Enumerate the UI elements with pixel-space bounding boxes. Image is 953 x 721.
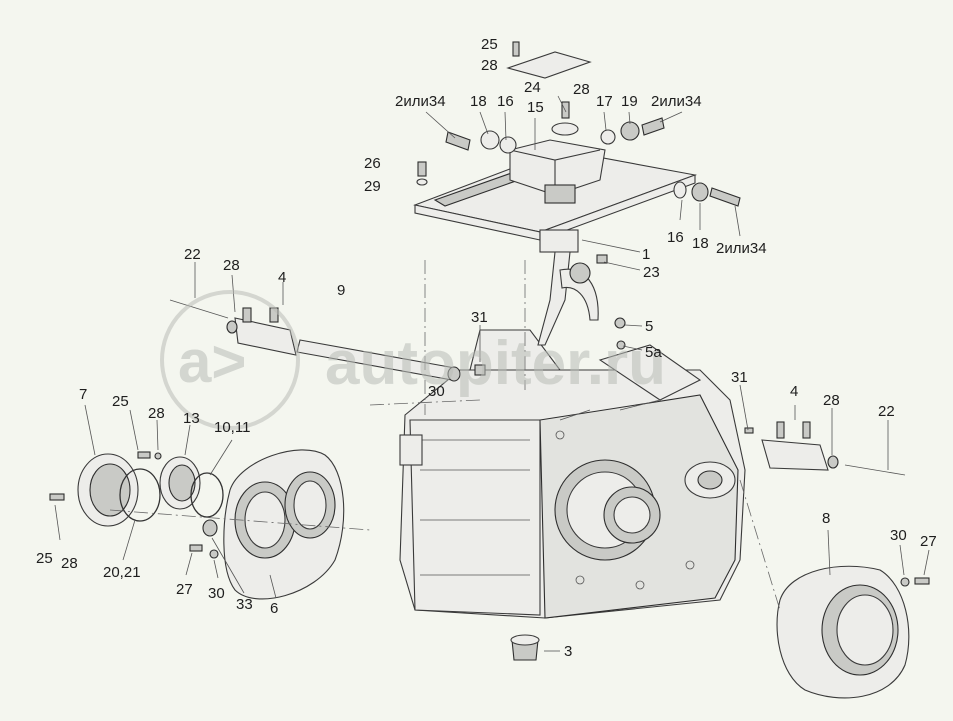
callout-2or34-lower: 2или34 [716, 240, 767, 257]
seal-cover-7 [77, 453, 139, 527]
callout-2or34-right: 2или34 [651, 93, 702, 110]
front-cover-plate [223, 449, 345, 600]
plugs-5 [614, 317, 626, 350]
callout-7: 7 [79, 386, 87, 403]
callout-8: 8 [822, 510, 830, 527]
callout-23: 23 [643, 264, 660, 281]
callout-16-right: 16 [667, 229, 684, 246]
callout-4-right: 4 [790, 383, 798, 400]
callout-28-left: 28 [223, 257, 240, 274]
callout-19: 19 [621, 93, 638, 110]
callout-6: 6 [270, 600, 278, 617]
callout-28-mid: 28 [573, 81, 590, 98]
callout-18-right: 18 [692, 235, 709, 252]
sensor-right-top [600, 117, 665, 145]
gearbox-housing [399, 329, 746, 619]
sensor-right-lower [673, 181, 741, 207]
rear-flange-cover [776, 565, 930, 699]
callout-24: 24 [524, 79, 541, 96]
callout-27-left: 27 [176, 581, 193, 598]
callout-5: 5 [645, 318, 653, 335]
callout-33: 33 [236, 596, 253, 613]
callout-20-21: 20,21 [103, 564, 141, 581]
watermark-text: autopiter.ru [325, 329, 666, 398]
callout-1: 1 [642, 246, 650, 263]
callout-31-right: 31 [731, 369, 748, 386]
callout-4-left: 4 [278, 269, 286, 286]
callout-28-right: 28 [823, 392, 840, 409]
callout-16-left: 16 [497, 93, 514, 110]
valve-left [169, 299, 297, 356]
callout-18-left: 18 [470, 93, 487, 110]
center-lines [109, 260, 781, 611]
callout-25-left: 25 [112, 393, 129, 410]
shift-fork [537, 229, 608, 346]
o-ring-10 [190, 472, 224, 518]
callout-26: 26 [364, 155, 381, 172]
leader-lines [54, 95, 930, 652]
small-cover-24 [506, 41, 592, 79]
callout-29: 29 [364, 178, 381, 195]
callout-31-left: 31 [471, 309, 488, 326]
callout-30-left: 30 [208, 585, 225, 602]
callout-28-bottom: 28 [61, 555, 78, 572]
callout-5a: 5а [645, 344, 662, 361]
callout-27-right: 27 [920, 533, 937, 550]
callout-22-left: 22 [184, 246, 201, 263]
drain-plug [510, 634, 540, 661]
seal-13 [159, 456, 201, 510]
small-bolts-left [49, 451, 219, 559]
callout-25-bottom: 25 [36, 550, 53, 567]
sensor-left-top [445, 130, 517, 154]
callout-2or34-left: 2или34 [395, 93, 446, 110]
o-ring-20 [119, 468, 161, 522]
callout-15: 15 [527, 99, 544, 116]
callout-13: 13 [183, 410, 200, 427]
watermark: a> autopiter.ru [160, 290, 666, 430]
callout-3: 3 [564, 643, 572, 660]
callout-17: 17 [596, 93, 613, 110]
callout-9: 9 [337, 282, 345, 299]
valve-right [744, 421, 906, 476]
callout-10-11: 10,11 [214, 419, 250, 436]
callout-22-right: 22 [878, 403, 895, 420]
callout-25-top: 25 [481, 36, 498, 53]
svg-text:a>: a> [178, 328, 246, 395]
callout-30-mid: 30 [428, 383, 445, 400]
callout-28-left2: 28 [148, 405, 165, 422]
bolt-26 [416, 161, 428, 186]
top-cover-plate [413, 139, 698, 241]
plug-28-mid [551, 101, 579, 136]
callout-30-right: 30 [890, 527, 907, 544]
callout-28-top: 28 [481, 57, 498, 74]
